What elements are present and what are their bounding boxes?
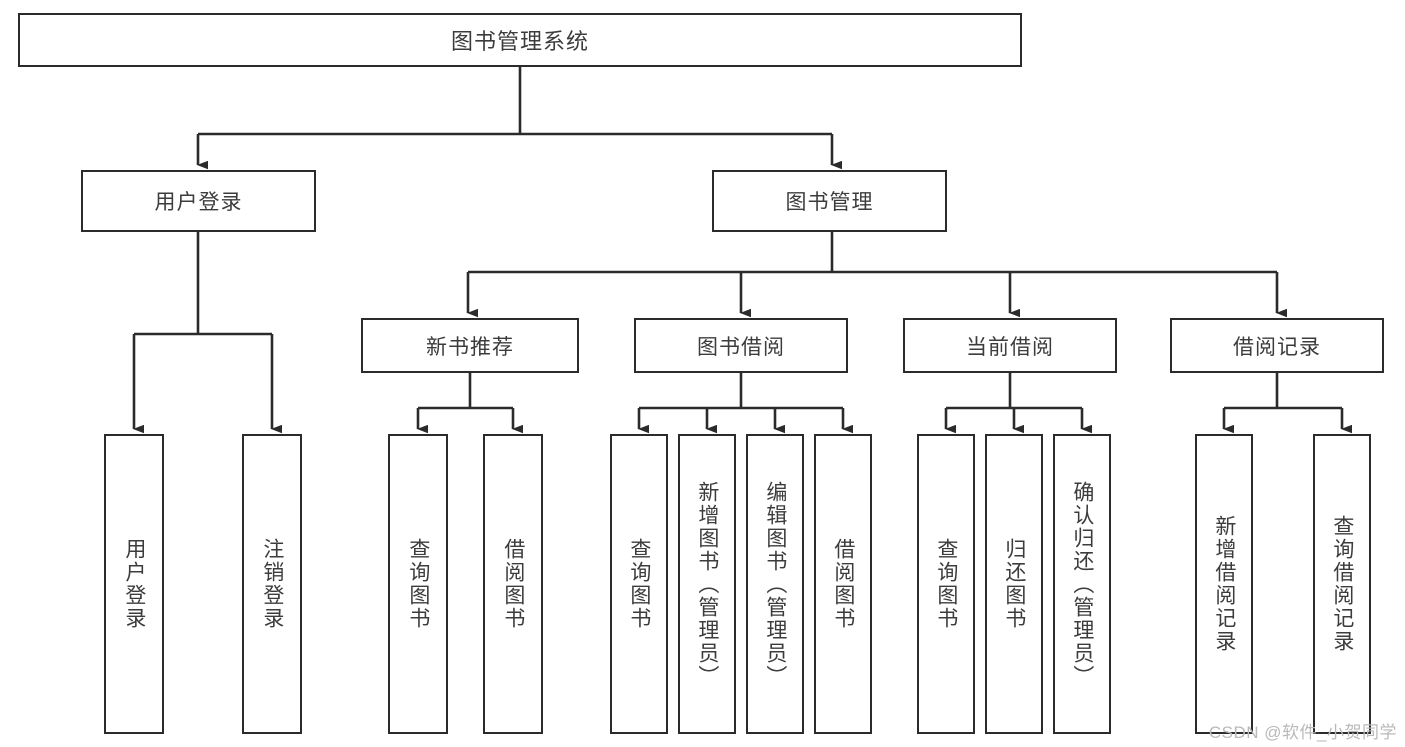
leaf-book-borrow-borrow[interactable]: 借阅图书 bbox=[814, 434, 872, 734]
leaf-label: 编辑图书（管理员） bbox=[763, 480, 787, 688]
leaf-book-borrow-query[interactable]: 查询图书 bbox=[610, 434, 668, 734]
leaf-current-borrow-return[interactable]: 归还图书 bbox=[985, 434, 1043, 734]
leaf-label: 确认归还（管理员） bbox=[1070, 480, 1094, 688]
leaf-label: 归还图书 bbox=[1002, 538, 1026, 630]
leaf-label: 借阅图书 bbox=[501, 538, 525, 630]
leaf-borrow-record-query[interactable]: 查询借阅记录 bbox=[1313, 434, 1371, 734]
leaf-new-book-query[interactable]: 查询图书 bbox=[388, 434, 448, 734]
leaf-current-borrow-query[interactable]: 查询图书 bbox=[917, 434, 975, 734]
leaf-label: 查询图书 bbox=[934, 538, 958, 630]
node-borrow-record-label: 借阅记录 bbox=[1233, 335, 1321, 359]
node-book-management[interactable]: 图书管理 bbox=[712, 170, 947, 232]
leaf-label: 查询图书 bbox=[406, 538, 430, 630]
leaf-label: 查询图书 bbox=[627, 538, 651, 630]
node-book-management-label: 图书管理 bbox=[785, 191, 874, 214]
leaf-current-borrow-confirm-return[interactable]: 确认归还（管理员） bbox=[1053, 434, 1111, 734]
node-new-book-recommend-label: 新书推荐 bbox=[426, 335, 514, 359]
leaf-borrow-record-add[interactable]: 新增借阅记录 bbox=[1195, 434, 1253, 734]
node-user-login[interactable]: 用户登录 bbox=[81, 170, 316, 232]
leaf-label: 借阅图书 bbox=[831, 538, 855, 630]
leaf-label: 查询借阅记录 bbox=[1330, 515, 1354, 653]
leaf-label: 用户登录 bbox=[122, 538, 146, 630]
node-current-borrow[interactable]: 当前借阅 bbox=[903, 318, 1117, 373]
leaf-user-login-login[interactable]: 用户登录 bbox=[104, 434, 164, 734]
node-borrow-record[interactable]: 借阅记录 bbox=[1170, 318, 1384, 373]
leaf-label: 注销登录 bbox=[260, 538, 284, 630]
leaf-label: 新增借阅记录 bbox=[1212, 515, 1236, 653]
node-book-borrow[interactable]: 图书借阅 bbox=[634, 318, 848, 373]
leaf-new-book-borrow[interactable]: 借阅图书 bbox=[483, 434, 543, 734]
node-root-system[interactable]: 图书管理系统 bbox=[18, 13, 1022, 67]
node-book-borrow-label: 图书借阅 bbox=[697, 335, 785, 359]
leaf-label: 新增图书（管理员） bbox=[695, 480, 719, 688]
node-user-login-label: 用户登录 bbox=[154, 191, 243, 214]
node-current-borrow-label: 当前借阅 bbox=[966, 335, 1054, 359]
leaf-user-login-logout[interactable]: 注销登录 bbox=[242, 434, 302, 734]
leaf-book-borrow-edit[interactable]: 编辑图书（管理员） bbox=[746, 434, 804, 734]
leaf-book-borrow-add[interactable]: 新增图书（管理员） bbox=[678, 434, 736, 734]
node-new-book-recommend[interactable]: 新书推荐 bbox=[361, 318, 579, 373]
node-root-label: 图书管理系统 bbox=[450, 29, 589, 54]
